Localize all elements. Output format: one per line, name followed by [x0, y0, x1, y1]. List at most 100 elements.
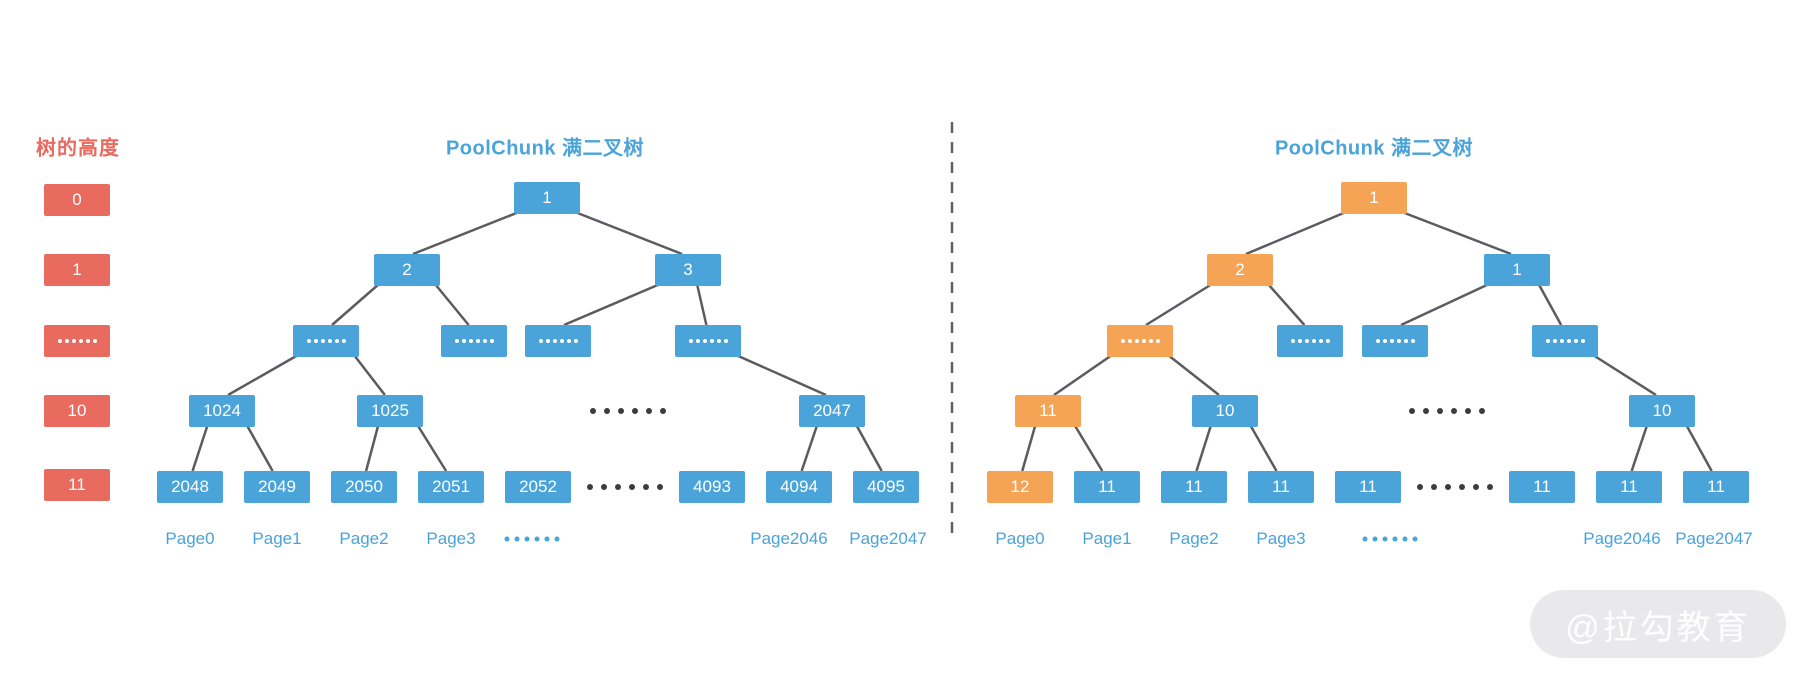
- dot: [468, 339, 473, 343]
- ellipsis-node: [525, 325, 591, 357]
- tree-node-11: 11: [1335, 471, 1401, 503]
- page-label-Page2: Page2: [339, 529, 389, 548]
- watermark-text: @拉勾教育: [1565, 608, 1751, 647]
- dot: [716, 339, 721, 343]
- dot: [552, 339, 557, 343]
- dot: [313, 339, 318, 343]
- ellipsis-node: [293, 325, 359, 357]
- page-label-Page1: Page1: [252, 529, 302, 548]
- dot: [657, 484, 663, 490]
- page-label-Page2047: Page2047: [1675, 529, 1753, 548]
- page-label-Page2046: Page2046: [1583, 529, 1661, 548]
- ellipsis-node: [1362, 325, 1428, 357]
- dot: [92, 339, 97, 343]
- tree-edge: [1630, 424, 1649, 472]
- page-label-Page3: Page3: [1256, 529, 1306, 548]
- tree-edge: [245, 424, 274, 472]
- dot: [1141, 339, 1146, 343]
- dot: [1372, 536, 1378, 542]
- dot: [1410, 339, 1415, 343]
- tree-edge: [1249, 424, 1278, 472]
- tree-edge: [1592, 353, 1657, 397]
- dot: [482, 339, 487, 343]
- dot: [538, 339, 543, 343]
- dot: [1445, 484, 1451, 490]
- omitted-nodes-dots: [1409, 408, 1485, 414]
- dot: [1580, 339, 1585, 343]
- tree-edge: [412, 210, 520, 256]
- page-label-Page2046: Page2046: [750, 529, 828, 548]
- dot: [573, 339, 578, 343]
- page-label-Page0: Page0: [165, 529, 215, 548]
- dot: [475, 339, 480, 343]
- dot: [327, 339, 332, 343]
- tree-node-1: 1: [1341, 182, 1407, 214]
- tree-edge: [735, 353, 827, 397]
- dot: [71, 339, 76, 343]
- tree-edge: [1167, 354, 1220, 396]
- dot: [1459, 484, 1465, 490]
- tree-edge: [563, 282, 661, 327]
- dot: [1304, 339, 1309, 343]
- dot: [566, 339, 571, 343]
- ellipsis-white-dots: [538, 339, 578, 343]
- tree-edge: [1195, 424, 1213, 472]
- page-label-Page3: Page3: [426, 529, 476, 548]
- dot: [709, 339, 714, 343]
- dot: [723, 339, 728, 343]
- dot: [1127, 339, 1132, 343]
- ellipsis-white-dots: [454, 339, 494, 343]
- dot: [632, 408, 638, 414]
- omitted-nodes-dots: [1417, 484, 1493, 490]
- dot: [646, 408, 652, 414]
- dot: [57, 339, 62, 343]
- dot: [601, 484, 607, 490]
- dot: [1155, 339, 1160, 343]
- dot: [1409, 408, 1415, 414]
- dot: [1382, 536, 1388, 542]
- dot: [629, 484, 635, 490]
- dot: [1545, 339, 1550, 343]
- dot: [643, 484, 649, 490]
- tree-edge: [800, 424, 819, 472]
- ellipsis-white-dots: [1375, 339, 1415, 343]
- tree-node-12: 12: [987, 471, 1053, 503]
- dot: [1362, 536, 1368, 542]
- dot: [334, 339, 339, 343]
- ellipsis-white-dots: [1120, 339, 1160, 343]
- tree-node-3: 3: [655, 254, 721, 286]
- tree-title-left: PoolChunk 满二叉树: [445, 137, 645, 160]
- tree-node-11: 11: [1509, 471, 1575, 503]
- dot: [1297, 339, 1302, 343]
- dot: [85, 339, 90, 343]
- dot: [688, 339, 693, 343]
- tree-edge: [574, 210, 683, 256]
- legend-height-box-0: 0: [44, 184, 110, 216]
- tree-node-11: 11: [1683, 471, 1749, 503]
- page-label-Page1: Page1: [1082, 529, 1132, 548]
- dot: [1325, 339, 1330, 343]
- tree-edge: [1073, 424, 1104, 472]
- omitted-pages-dots: [1362, 536, 1418, 542]
- tree-edge: [1021, 424, 1037, 472]
- ellipsis-white-dots: [688, 339, 728, 343]
- dot: [615, 484, 621, 490]
- dot: [660, 408, 666, 414]
- dot: [1134, 339, 1139, 343]
- dot: [554, 536, 560, 542]
- tree-edge: [1245, 210, 1347, 256]
- dot: [514, 536, 520, 542]
- tree-node-11: 11: [1596, 471, 1662, 503]
- tree-edge: [1685, 424, 1713, 472]
- dot: [590, 408, 596, 414]
- ellipsis-white-dots: [306, 339, 346, 343]
- legend-height-box-10: 10: [44, 395, 110, 427]
- legend-height-box-dotdotdotdotdotdot: [44, 325, 110, 357]
- tree-node-1: 1: [514, 182, 580, 214]
- tree-title-right: PoolChunk 满二叉树: [1274, 137, 1474, 160]
- tree-edge: [353, 354, 386, 396]
- tree-edge: [434, 283, 470, 326]
- dot: [454, 339, 459, 343]
- dot: [64, 339, 69, 343]
- dot: [1573, 339, 1578, 343]
